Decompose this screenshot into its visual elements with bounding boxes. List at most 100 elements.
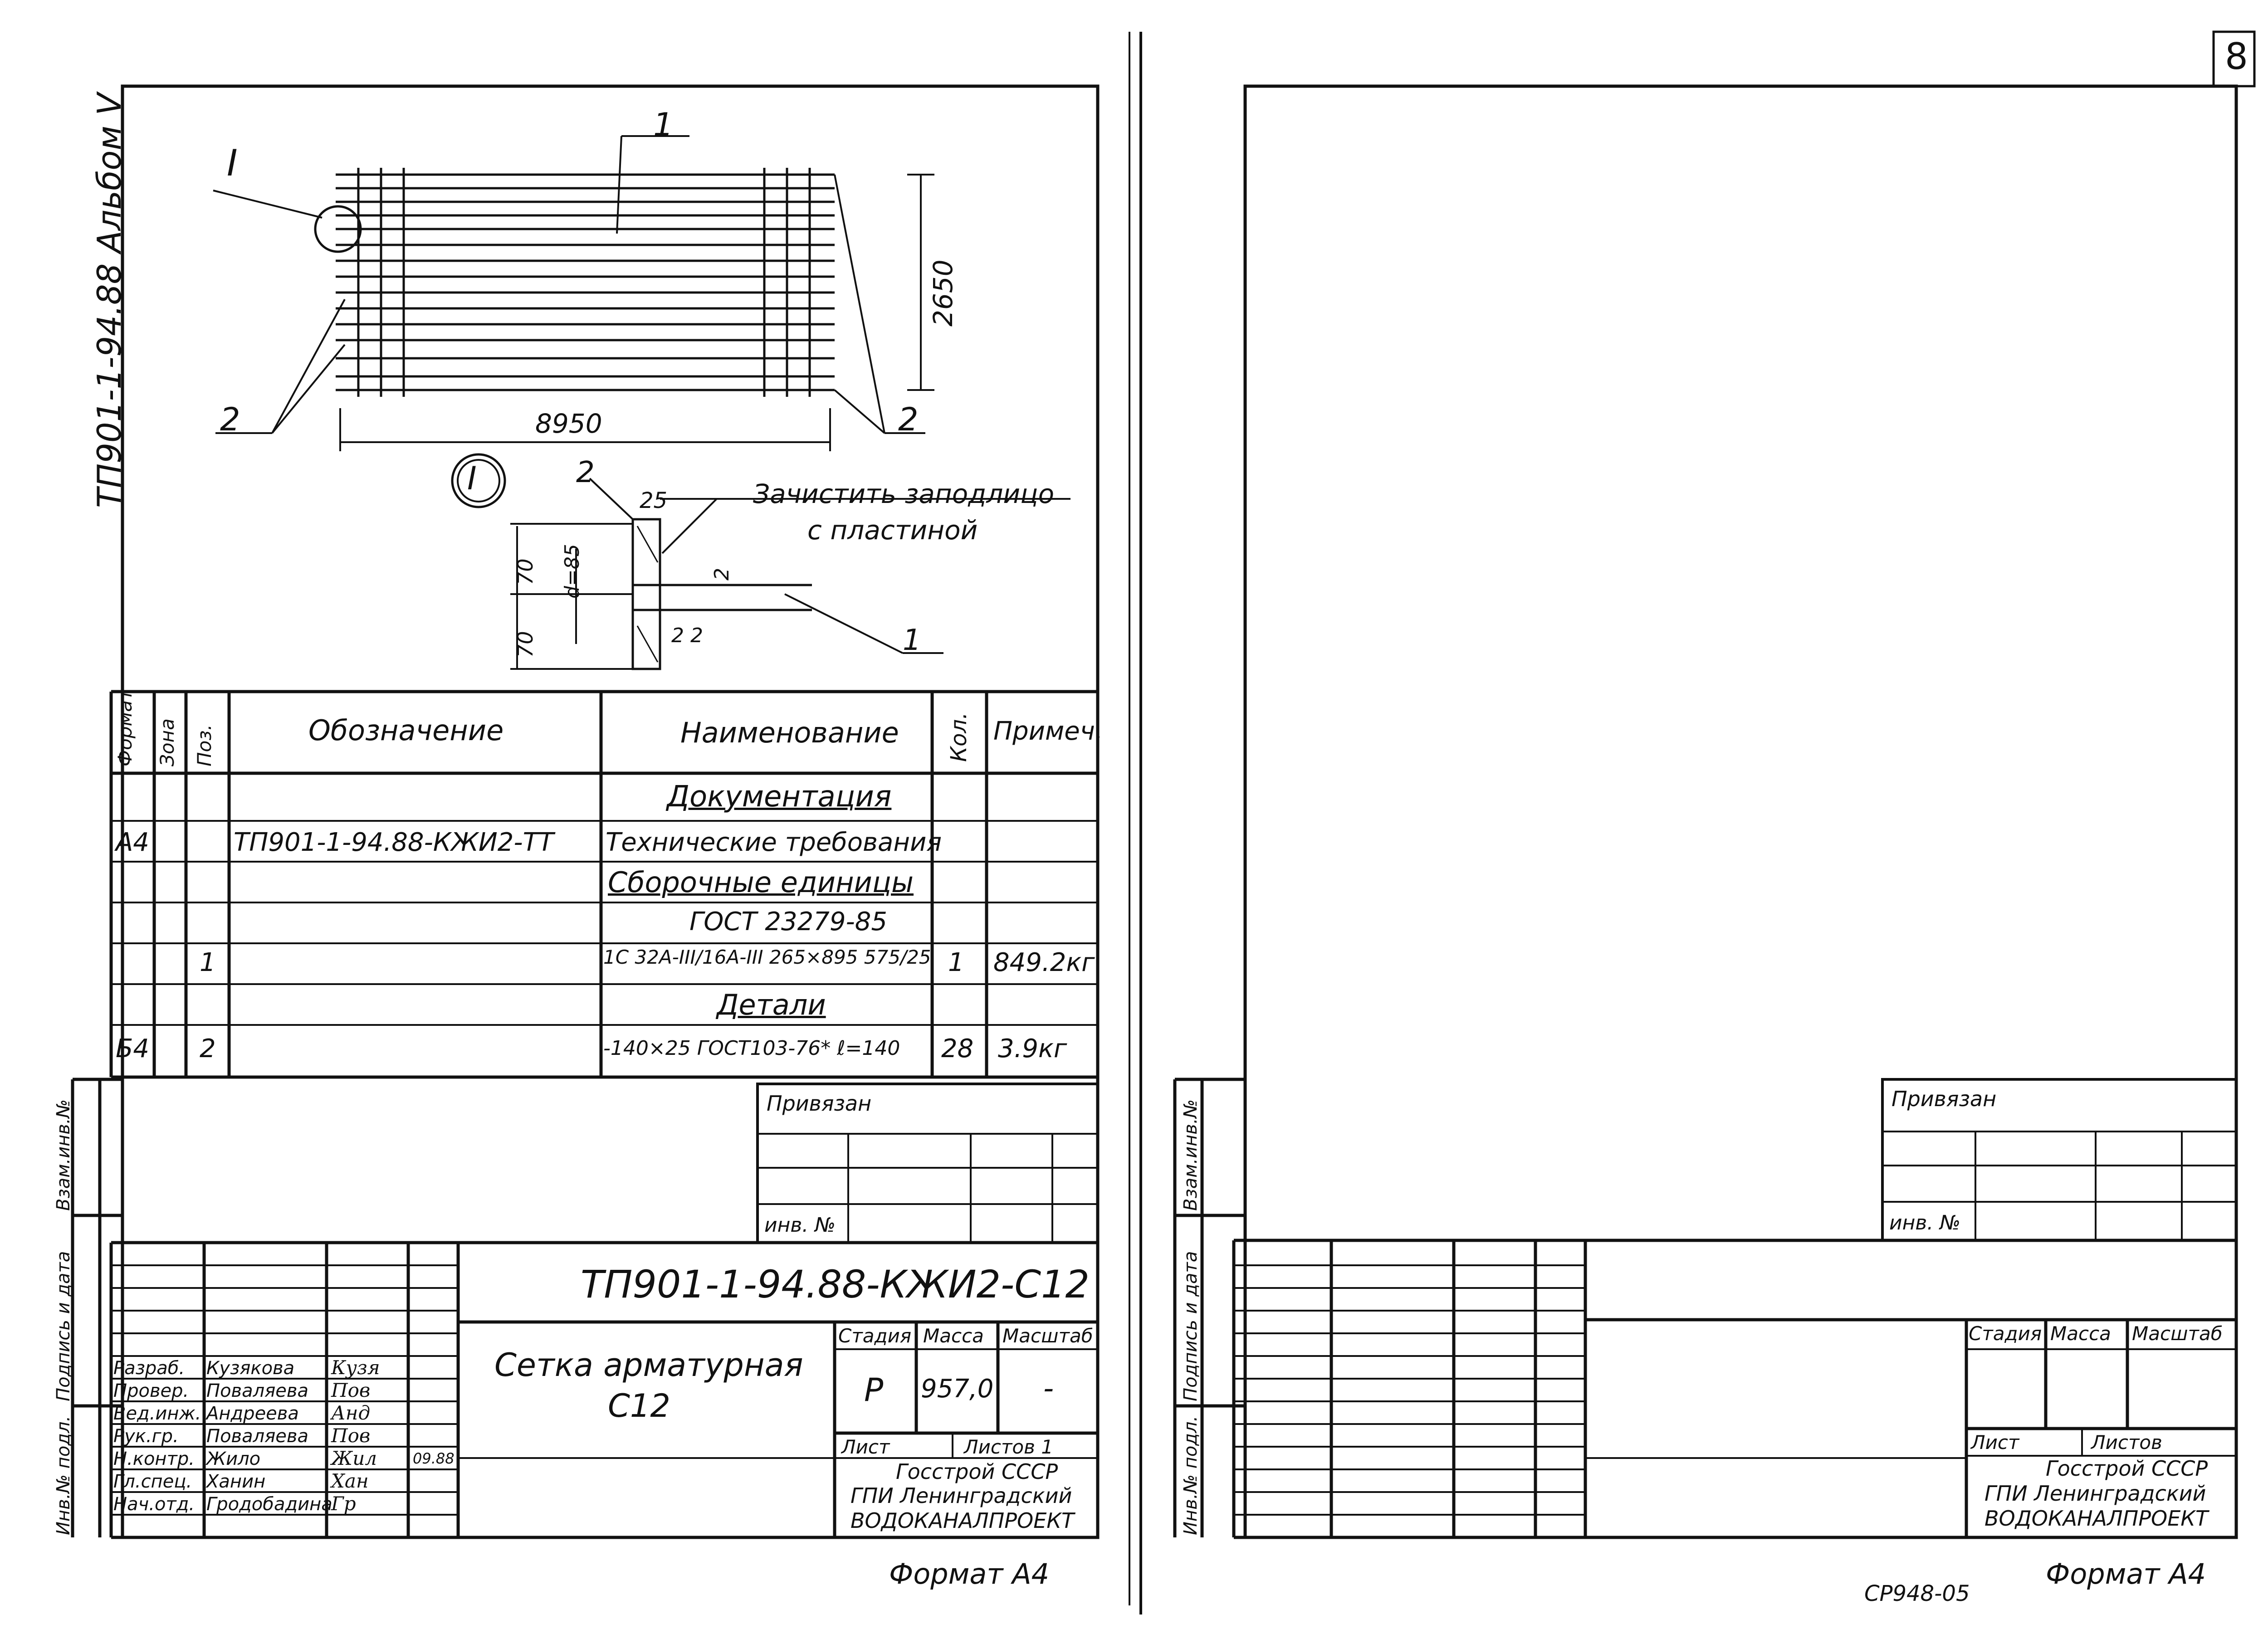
album-reference: ТП901-1-94.88 Альбом V	[90, 93, 128, 508]
label-mass: Масса	[923, 1325, 984, 1347]
role-1: Провер.	[113, 1380, 189, 1401]
row-designation: ТП901-1-94.88-КЖИ2-ТТ	[234, 828, 554, 857]
col-quantity: Кол.	[946, 712, 972, 762]
label-sheet-right: Лист	[1971, 1431, 2019, 1454]
label-sheets-right: Листов	[2091, 1431, 2162, 1454]
note-clean-line-2: с пластиной	[807, 515, 978, 546]
signature-1: Пов	[331, 1379, 371, 1401]
inv-number-label: инв. №	[764, 1214, 836, 1237]
row-note-detail: 3.9кг	[998, 1034, 1067, 1063]
detail-I-drawing	[451, 453, 1070, 670]
detail-dim-70-bottom: 70	[513, 631, 538, 658]
role-5: Гл.спец.	[113, 1471, 192, 1492]
signature-2: Анд	[331, 1402, 371, 1424]
person-0: Кузякова	[206, 1358, 295, 1379]
callout-detail-I: I	[227, 142, 238, 184]
row-name-detail: -140×25 ГОСТ103-76* ℓ=140	[603, 1037, 900, 1060]
margin-label-podpis-data: Подпись и дата	[53, 1251, 74, 1401]
row-format: А4	[116, 828, 149, 857]
mesh-drawing	[213, 135, 934, 451]
row-note: 849.2кг	[993, 948, 1095, 977]
detail-dim-2-top: 2	[710, 568, 733, 580]
col-designation: Обозначение	[308, 714, 504, 747]
person-5: Ханин	[206, 1471, 266, 1492]
format-label-right: Формат А4	[2046, 1557, 2206, 1590]
label-scale: Масштаб	[1002, 1325, 1093, 1347]
col-zone: Зона	[156, 718, 178, 766]
privyazan-label-right: Привязан	[1892, 1087, 1997, 1111]
person-1: Поваляева	[206, 1380, 308, 1401]
archive-number: СР948-05	[1864, 1581, 1970, 1606]
margin-label-podpis-data-right: Подпись и дата	[1180, 1251, 1201, 1401]
format-label-left: Формат А4	[889, 1557, 1050, 1590]
col-format: Формат	[114, 689, 136, 766]
sign-date-4: 09.88	[413, 1450, 455, 1467]
org-line-3: ВОДОКАНАЛПРОЕКТ	[850, 1508, 1075, 1533]
document-code: ТП901-1-94.88-КЖИ2-С12	[581, 1262, 1090, 1307]
role-0: Разраб.	[113, 1358, 185, 1379]
row-position: 1	[200, 948, 216, 977]
detail-dim-2-2: 2 2	[671, 624, 703, 647]
signature-6: Гр	[331, 1493, 356, 1515]
label-stage-right: Стадия	[1969, 1322, 2042, 1345]
dimension-length: 8950	[535, 408, 602, 439]
signature-4: Жил	[331, 1447, 377, 1469]
value-mass: 957,0	[921, 1374, 994, 1404]
col-name: Наименование	[680, 716, 899, 749]
document-title-line-1: Сетка арматурная	[494, 1346, 803, 1384]
col-note: Примеч.	[993, 717, 1103, 746]
callout-position-1: 1	[653, 106, 674, 143]
margin-label-vzam-inv: Взам.инв.№	[53, 1099, 74, 1211]
callout-position-2-right: 2	[898, 401, 919, 438]
row-position-detail: 2	[200, 1034, 216, 1063]
role-4: Н.контр.	[113, 1449, 195, 1469]
row-name: Технические требования	[606, 828, 942, 857]
row-quantity-detail: 28	[941, 1034, 974, 1063]
margin-label-inv-podl: Инв.№ подл.	[53, 1415, 74, 1535]
callout-position-2-left: 2	[220, 401, 240, 438]
org-line-2-right: ГПИ Ленинградский	[1984, 1481, 2206, 1506]
value-stage: Р	[864, 1371, 884, 1409]
role-6: Нач.отд.	[113, 1494, 195, 1515]
sheet-number-box	[2212, 30, 2256, 88]
col-position: Поз.	[193, 724, 215, 766]
detail-dim-d: d=85	[561, 544, 584, 599]
row-standard: ГОСТ 23279-85	[689, 907, 887, 937]
detail-callout-1: 1	[903, 624, 921, 657]
label-scale-right: Масштаб	[2132, 1322, 2223, 1345]
person-3: Поваляева	[206, 1426, 308, 1447]
person-6: Гродобадина	[206, 1494, 332, 1515]
person-4: Жило	[206, 1449, 261, 1469]
org-line-2: ГПИ Ленинградский	[850, 1483, 1072, 1508]
dimension-width: 2650	[928, 259, 958, 327]
privyazan-label: Привязан	[767, 1091, 872, 1116]
row-mesh-mark: 1С 32А-III/16А-III 265×895 575/25	[603, 946, 931, 968]
section-documentation: Документация	[667, 780, 892, 814]
label-sheet: Лист	[841, 1436, 890, 1458]
inv-number-label-right: инв. №	[1889, 1211, 1961, 1234]
detail-dim-25: 25	[640, 488, 668, 513]
note-clean-line-1: Зачистить заподлицо	[753, 478, 1055, 509]
signature-3: Пов	[331, 1424, 371, 1447]
role-2: Вед.инж.	[113, 1403, 201, 1424]
signature-0: Кузя	[331, 1356, 380, 1379]
label-mass-right: Масса	[2050, 1322, 2111, 1345]
section-assembly-units: Сборочные единицы	[608, 866, 914, 899]
label-stage: Стадия	[838, 1325, 912, 1347]
person-2: Андреева	[206, 1403, 299, 1424]
row-format-detail: Б4	[116, 1034, 150, 1063]
role-3: Рук.гр.	[113, 1426, 179, 1447]
org-line-1: Госстрой СССР	[896, 1459, 1058, 1484]
margin-label-vzam-inv-right: Взам.инв.№	[1180, 1099, 1201, 1211]
label-sheets-total: Листов 1	[964, 1436, 1053, 1458]
row-quantity: 1	[948, 948, 964, 977]
detail-I-marker: I	[467, 460, 477, 497]
margin-label-inv-podl-right: Инв.№ подл.	[1180, 1415, 1201, 1535]
document-title-line-2: С12	[608, 1387, 670, 1424]
sheet-number: 8	[2225, 35, 2248, 78]
signature-5: Хан	[331, 1470, 369, 1492]
value-scale: -	[1043, 1372, 1054, 1405]
detail-callout-2: 2	[576, 456, 595, 489]
